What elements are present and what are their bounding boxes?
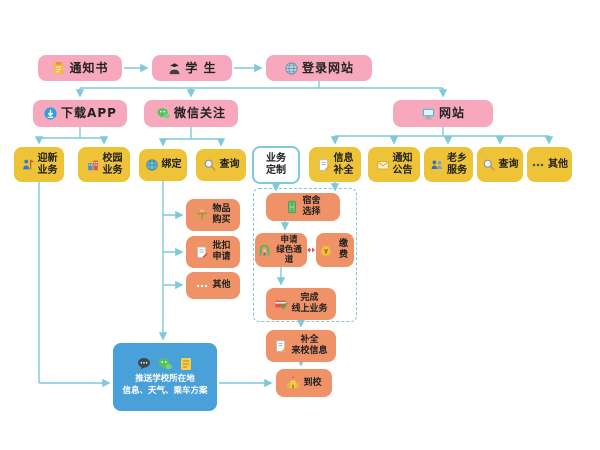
green-pay-dashed-arrow — [307, 247, 315, 253]
search-icon — [482, 158, 496, 172]
node-item-purchase: 物品 购买 — [186, 199, 240, 231]
notepad-icon — [51, 61, 66, 76]
node-query-web: 查询 — [477, 147, 523, 182]
card-check-icon — [274, 297, 289, 311]
node-arrive-school: 到校 — [276, 369, 332, 397]
online-service-group — [253, 188, 357, 322]
node-label: 其他 — [548, 158, 568, 170]
node-other-app: 其他 — [186, 272, 240, 299]
node-dorm-selection: 宿舍 选择 — [266, 193, 340, 221]
node-label: 推送学校所在地 信息、天气、乘车方案 — [122, 374, 208, 396]
node-push-info: 推送学校所在地 信息、天气、乘车方案 — [113, 343, 217, 411]
chat-bubble-icon — [136, 356, 152, 372]
node-label: 微信关注 — [173, 106, 226, 121]
node-label: 通知书 — [69, 60, 109, 75]
node-label: 下载APP — [61, 106, 117, 121]
node-hometown-service: 老乡 服务 — [424, 147, 473, 182]
form-pencil-icon — [274, 339, 288, 353]
download-icon — [43, 106, 58, 121]
node-info-complete: 信息 补全 — [309, 147, 361, 182]
wechat-icon — [157, 356, 173, 372]
node-label: 信息 补全 — [333, 152, 354, 176]
node-student: 学 生 — [152, 55, 232, 81]
node-wechat-follow: 微信关注 — [144, 100, 238, 127]
node-label: 查询 — [498, 158, 519, 170]
node-label: 绑定 — [161, 159, 182, 171]
node-announcements: 通知 公告 — [368, 147, 420, 182]
node-label: 批扣 申请 — [212, 241, 231, 262]
globe-icon — [284, 61, 299, 76]
green-channel-icon — [258, 244, 271, 257]
school-icon — [286, 376, 300, 390]
globe-icon — [145, 158, 159, 172]
doc-pen-icon — [195, 245, 209, 259]
node-label: 校园 业务 — [102, 152, 123, 176]
node-welcome-service: 迎新 业务 — [14, 147, 64, 182]
node-label: 缴费 — [338, 239, 348, 260]
node-batch-deduction: 批扣 申请 — [186, 236, 240, 268]
node-label: 业务 定制 — [266, 153, 286, 176]
node-label: 到校 — [303, 377, 322, 388]
form-pencil-icon — [317, 158, 331, 172]
node-label: 网站 — [438, 106, 465, 121]
node-label: 宿舍 选择 — [302, 196, 321, 217]
wardrobe-icon — [285, 200, 299, 214]
node-label: 老乡 服务 — [447, 152, 467, 176]
student-icon — [167, 61, 182, 76]
node-query-wechat: 查询 — [196, 149, 246, 181]
push-icon-row — [136, 356, 194, 372]
wechat-icon — [156, 106, 171, 121]
node-notice-letter: 通知书 — [38, 55, 122, 81]
monitor-icon — [421, 106, 436, 121]
node-download-app: 下载APP — [33, 100, 127, 127]
node-campus-service: 校园 业务 — [78, 147, 130, 182]
package-icon — [195, 208, 209, 222]
node-label: 物品 购买 — [212, 204, 231, 225]
node-label: 迎新 业务 — [37, 152, 58, 176]
mail-icon — [376, 158, 390, 172]
node-label: 申请 绿色通道 — [276, 234, 302, 265]
node-service-custom: 业务 定制 — [252, 146, 300, 184]
node-label: 登录网站 — [301, 60, 354, 75]
node-finish-online: 完成 线上业务 — [266, 288, 336, 320]
node-label: 补全 来校信息 — [291, 335, 328, 356]
node-pay-fees: 缴费 — [316, 233, 354, 267]
ellipsis-icon — [531, 158, 545, 172]
node-label: 通知 公告 — [392, 152, 413, 176]
node-arrival-info: 补全 来校信息 — [266, 330, 336, 362]
node-bind: 绑定 — [139, 149, 187, 181]
flag-person-icon — [21, 158, 35, 172]
campus-building-icon — [86, 158, 100, 172]
search-icon — [203, 158, 217, 172]
node-login-website: 登录网站 — [266, 55, 372, 81]
node-label: 查询 — [219, 159, 240, 171]
people-icon — [430, 158, 444, 172]
node-label: 学 生 — [185, 60, 217, 75]
doc-icon — [178, 356, 194, 372]
node-label: 其他 — [212, 280, 231, 291]
moneybag-icon — [319, 243, 333, 257]
node-label: 完成 线上业务 — [291, 293, 328, 314]
node-website: 网站 — [393, 100, 493, 127]
node-other-web: 其他 — [527, 147, 572, 182]
node-green-channel: 申请 绿色通道 — [255, 233, 307, 267]
ellipsis-icon — [195, 279, 209, 293]
